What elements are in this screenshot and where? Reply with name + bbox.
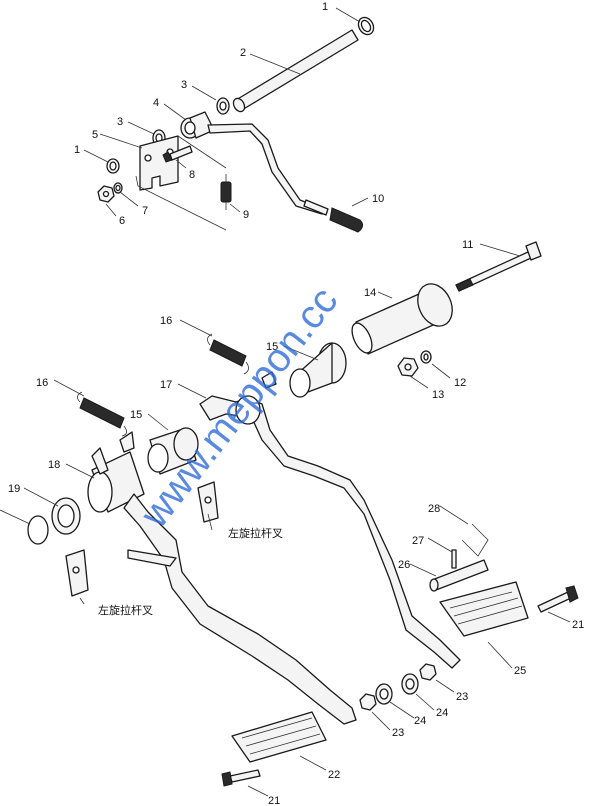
spring-part-16-lower bbox=[77, 391, 127, 437]
bolt-part-8 bbox=[162, 145, 193, 163]
pin-part-26 bbox=[429, 559, 489, 592]
label-part-24-lower: 24 bbox=[414, 715, 426, 727]
nut-part-23-right bbox=[419, 663, 437, 681]
bracket-plate-part-5 bbox=[139, 135, 179, 191]
clevis-fork-left bbox=[65, 549, 89, 597]
label-part-16-lower: 16 bbox=[36, 377, 48, 389]
pedal-arm-part-17 bbox=[199, 371, 461, 669]
bushing-part-15-upper bbox=[289, 342, 347, 398]
nut-part-6 bbox=[97, 185, 115, 203]
washer-part-24-lower bbox=[375, 683, 393, 705]
label-part-3-middle: 3 bbox=[117, 116, 123, 128]
pedal-pad-part-22 bbox=[231, 711, 327, 763]
label-part-5: 5 bbox=[92, 129, 98, 141]
pedal-pad-part-25 bbox=[439, 581, 529, 637]
snap-ring-lower-left bbox=[0, 509, 49, 545]
label-part-19: 19 bbox=[8, 483, 20, 495]
part-number-labels: 1 2 3 4 3 5 1 8 7 6 9 10 11 14 15 16 16 … bbox=[8, 1, 584, 806]
label-part-27: 27 bbox=[412, 535, 424, 547]
washer-part-19 bbox=[51, 497, 81, 535]
bolt-part-21-right bbox=[537, 585, 579, 613]
clevis-fork-right bbox=[197, 481, 219, 523]
label-part-1-top: 1 bbox=[322, 1, 328, 13]
label-part-28: 28 bbox=[428, 503, 440, 515]
label-part-15-upper: 15 bbox=[266, 341, 278, 353]
label-part-21-right: 21 bbox=[572, 619, 584, 631]
bolt-part-21-lower bbox=[221, 769, 261, 787]
label-part-1-left: 1 bbox=[74, 144, 80, 156]
bushing-part-15-lower bbox=[147, 427, 199, 475]
washer-part-12 bbox=[420, 350, 432, 364]
label-part-21-lower: 21 bbox=[268, 795, 280, 806]
snap-ring-part-1-top bbox=[357, 16, 375, 36]
label-part-2: 2 bbox=[240, 47, 246, 59]
leader-lines bbox=[23, 7, 571, 797]
handle-rod-part-10 bbox=[207, 123, 364, 233]
label-part-6: 6 bbox=[119, 215, 125, 227]
pin-part-27 bbox=[451, 549, 457, 569]
annotation-left-fork-right: 左旋拉杆叉 bbox=[228, 526, 283, 540]
pedal-arm-part-18 bbox=[87, 431, 357, 725]
label-part-3-upper: 3 bbox=[181, 79, 187, 91]
label-part-8: 8 bbox=[189, 169, 195, 181]
label-part-15-lower: 15 bbox=[130, 409, 142, 421]
label-part-22: 22 bbox=[328, 769, 340, 781]
label-part-23-lower: 23 bbox=[392, 727, 404, 739]
nut-part-23-lower bbox=[359, 693, 377, 711]
label-part-12: 12 bbox=[454, 377, 466, 389]
label-part-17: 17 bbox=[160, 379, 172, 391]
label-part-16-upper: 16 bbox=[160, 315, 172, 327]
label-part-9: 9 bbox=[243, 209, 249, 221]
washer-part-7 bbox=[113, 182, 123, 194]
tube-part-14 bbox=[351, 283, 453, 355]
washer-part-3-upper bbox=[216, 97, 230, 115]
shaft-part-2 bbox=[232, 29, 359, 113]
annotation-left-fork-left: 左旋拉杆叉 bbox=[98, 603, 153, 617]
label-part-25: 25 bbox=[514, 665, 526, 677]
spring-part-16-upper bbox=[207, 333, 249, 375]
washer-part-24-right bbox=[401, 673, 419, 695]
label-part-14: 14 bbox=[364, 287, 376, 299]
label-part-26: 26 bbox=[398, 559, 410, 571]
label-part-13: 13 bbox=[432, 389, 444, 401]
label-part-7: 7 bbox=[142, 205, 148, 217]
bolt-part-11 bbox=[455, 241, 542, 292]
nut-part-13 bbox=[397, 357, 419, 377]
label-part-4: 4 bbox=[153, 97, 159, 109]
label-part-18: 18 bbox=[48, 459, 60, 471]
label-part-24-right: 24 bbox=[436, 707, 448, 719]
label-part-10: 10 bbox=[372, 193, 384, 205]
snap-ring-part-1-left bbox=[106, 158, 120, 174]
cotter-pin-part-28 bbox=[461, 523, 489, 557]
lever-part-4 bbox=[180, 111, 215, 139]
label-part-11: 11 bbox=[462, 239, 473, 251]
label-part-23-right: 23 bbox=[456, 691, 468, 703]
spring-part-9 bbox=[220, 174, 232, 210]
